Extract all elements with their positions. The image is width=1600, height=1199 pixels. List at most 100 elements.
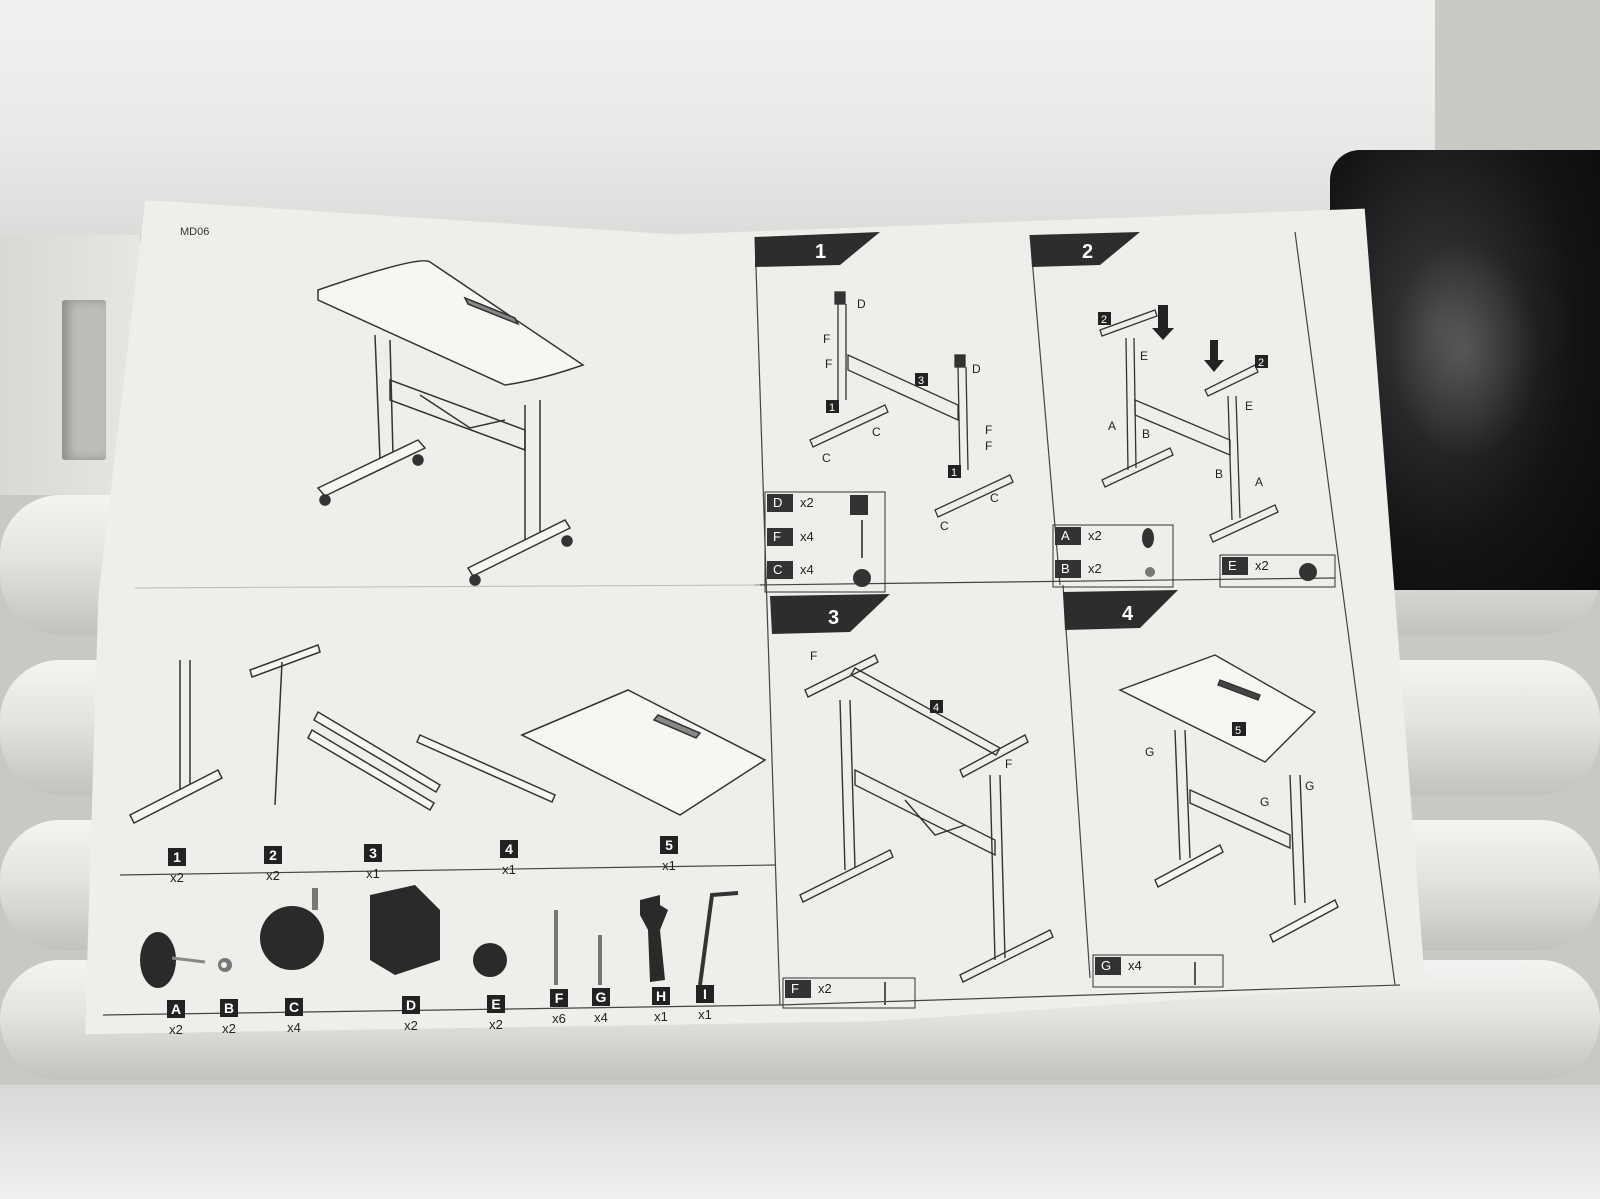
svg-text:1: 1	[951, 467, 957, 479]
step-2-callouts: 2 2 E E A B B A	[1098, 312, 1268, 489]
svg-text:B: B	[1142, 427, 1150, 441]
part-4-label: 4	[505, 841, 513, 857]
hardware-a-qty: x2	[169, 1022, 183, 1037]
step-2-drawing	[1099, 309, 1279, 543]
hardware-d-label: D	[406, 997, 416, 1013]
svg-text:B: B	[1215, 467, 1223, 481]
step-4-drawing	[1118, 654, 1339, 943]
foam-packaging-bottom	[0, 1085, 1600, 1199]
assembled-desk-illustration	[316, 260, 585, 586]
hardware-c-label: C	[289, 999, 299, 1015]
svg-text:D: D	[857, 297, 866, 311]
step-4-number: 4	[1122, 603, 1134, 625]
step-4-hardware-table: G x4	[1092, 954, 1224, 988]
svg-text:G: G	[1145, 745, 1154, 759]
svg-text:x2: x2	[1088, 528, 1102, 543]
foam-packaging-top	[0, 0, 1435, 235]
step-1-header: 1	[755, 232, 880, 267]
hardware-f-qty: x6	[552, 1011, 566, 1026]
fold-line	[134, 584, 761, 589]
step-3-header: 3	[770, 594, 890, 634]
svg-text:A: A	[1255, 475, 1263, 489]
hardware-a-label: A	[171, 1001, 181, 1017]
part-4-qty: x1	[502, 862, 516, 877]
svg-text:x4: x4	[800, 529, 814, 544]
svg-text:F: F	[825, 357, 832, 371]
caster-wheel-icon	[260, 906, 324, 970]
model-code: MD06	[180, 226, 210, 238]
svg-text:5: 5	[1235, 725, 1241, 737]
svg-text:x2: x2	[818, 981, 832, 996]
svg-text:D: D	[773, 495, 782, 510]
hardware-b-qty: x2	[222, 1021, 236, 1036]
part-1-label: 1	[173, 849, 181, 865]
svg-text:x2: x2	[800, 495, 814, 510]
hardware-h-qty: x1	[654, 1009, 668, 1024]
svg-text:2: 2	[1258, 357, 1264, 369]
step-3-drawing	[799, 654, 1054, 983]
part-3-qty: x1	[366, 866, 380, 881]
step-4-header: 4	[1063, 590, 1178, 630]
svg-text:x4: x4	[1128, 958, 1142, 973]
svg-text:2: 2	[1101, 314, 1107, 326]
svg-text:C: C	[822, 451, 831, 465]
svg-text:E: E	[1228, 558, 1237, 573]
hardware-g-label: G	[596, 989, 607, 1005]
hardware-i-qty: x1	[698, 1007, 712, 1022]
panel-borders	[102, 231, 1401, 1016]
step-2-hardware-table-e: E x2	[1219, 554, 1336, 588]
leg-cap-icon	[370, 885, 440, 975]
instruction-sheet	[85, 200, 1425, 1035]
foam-slot	[62, 300, 106, 460]
svg-text:A: A	[1108, 419, 1116, 433]
part-2-label: 2	[269, 847, 277, 863]
svg-text:F: F	[810, 649, 817, 663]
plastic-reflection	[1390, 240, 1540, 460]
washer-icon	[1145, 567, 1155, 577]
parts-illustrations	[128, 644, 767, 825]
knob-bolt-icon	[1142, 528, 1154, 548]
svg-text:F: F	[773, 529, 781, 544]
svg-text:F: F	[985, 423, 992, 437]
hardware-e-qty: x2	[489, 1017, 503, 1032]
svg-text:4: 4	[933, 702, 939, 714]
svg-text:x2: x2	[1088, 561, 1102, 576]
svg-text:E: E	[1245, 399, 1253, 413]
hardware-b-label: B	[224, 1000, 234, 1016]
step-3-callouts: F F 4	[810, 649, 1012, 771]
hardware-d-qty: x2	[404, 1018, 418, 1033]
hardware-h-label: H	[656, 988, 666, 1004]
hardware-e-label: E	[491, 996, 500, 1012]
hardware-i-label: I	[703, 986, 707, 1002]
allen-key-icon	[698, 891, 739, 986]
parts-labels: 1 x2 2 x2 3 x1 4 x1 5 x1	[168, 836, 678, 885]
step-2-number: 2	[1082, 241, 1093, 263]
step-1-callouts: D F F D F F C C C C 1 3 1	[822, 297, 999, 533]
step-1-drawing	[809, 291, 1014, 518]
hardware-c-qty: x4	[287, 1020, 301, 1035]
hardware-icons	[140, 885, 739, 988]
svg-text:A: A	[1061, 528, 1070, 543]
part-5-qty: x1	[662, 858, 676, 873]
svg-text:G: G	[1305, 779, 1314, 793]
leg-cap-icon	[850, 495, 868, 515]
part-2-qty: x2	[266, 868, 280, 883]
svg-text:E: E	[1140, 349, 1148, 363]
svg-text:x2: x2	[1255, 558, 1269, 573]
svg-text:F: F	[1005, 757, 1012, 771]
step-3-hardware-table: F x2	[782, 977, 916, 1009]
caster-wheel-icon	[853, 569, 871, 587]
hardware-g-qty: x4	[594, 1010, 608, 1025]
svg-text:C: C	[872, 425, 881, 439]
svg-text:D: D	[972, 362, 981, 376]
svg-text:F: F	[791, 981, 799, 996]
part-1-qty: x2	[170, 870, 184, 885]
wrench-icon	[640, 895, 668, 982]
svg-text:C: C	[773, 562, 782, 577]
step-4-callouts: 5 G G G	[1145, 722, 1314, 809]
hardware-f-label: F	[555, 990, 564, 1006]
step-2-header: 2	[1030, 232, 1140, 267]
part-3-label: 3	[369, 845, 377, 861]
svg-text:B: B	[1061, 561, 1070, 576]
